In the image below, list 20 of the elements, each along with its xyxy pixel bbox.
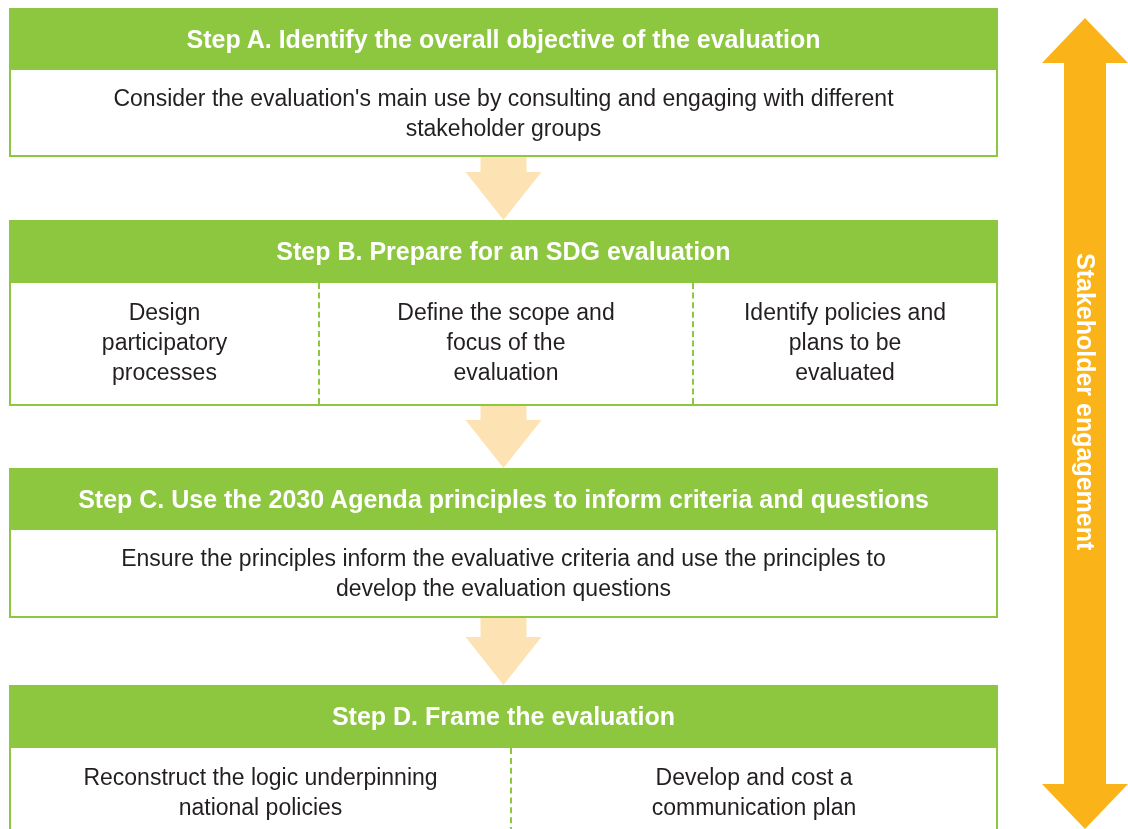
arrow-label: Stakeholder engagement [1070, 253, 1100, 551]
task-text: Identify policies and plans to be evaluated [743, 298, 947, 387]
step-description: Consider the evaluation's main use by consulting and engaging with different stakeholder groups [112, 83, 895, 143]
step-box [9, 8, 998, 157]
down-arrow [465, 618, 542, 685]
task-text: Reconstruct the logic underpinning national policies [82, 763, 439, 822]
step-heading: Step B. Prepare for an SDG evaluation [9, 220, 998, 283]
step-description: Ensure the principles inform the evaluative criteria and use the principles to develop the evaluation questions [120, 544, 887, 603]
task-text: Develop and cost a communication plan [650, 763, 858, 822]
step-heading: Step D. Frame the evaluation [9, 685, 998, 748]
step-heading: Step C. Use the 2030 Agenda principles to inform criteria and questions [9, 468, 998, 530]
task-text: Define the scope and focus of the evaluation [396, 298, 616, 387]
task-text: Design participatory processes [100, 298, 229, 387]
double-arrow [1042, 18, 1128, 829]
step-box [9, 220, 998, 406]
down-arrow [465, 157, 542, 220]
step-box [9, 685, 998, 829]
step-box [9, 468, 998, 618]
step-heading: Step A. Identify the overall objective of the evaluation [9, 8, 998, 70]
down-arrow [465, 406, 542, 468]
